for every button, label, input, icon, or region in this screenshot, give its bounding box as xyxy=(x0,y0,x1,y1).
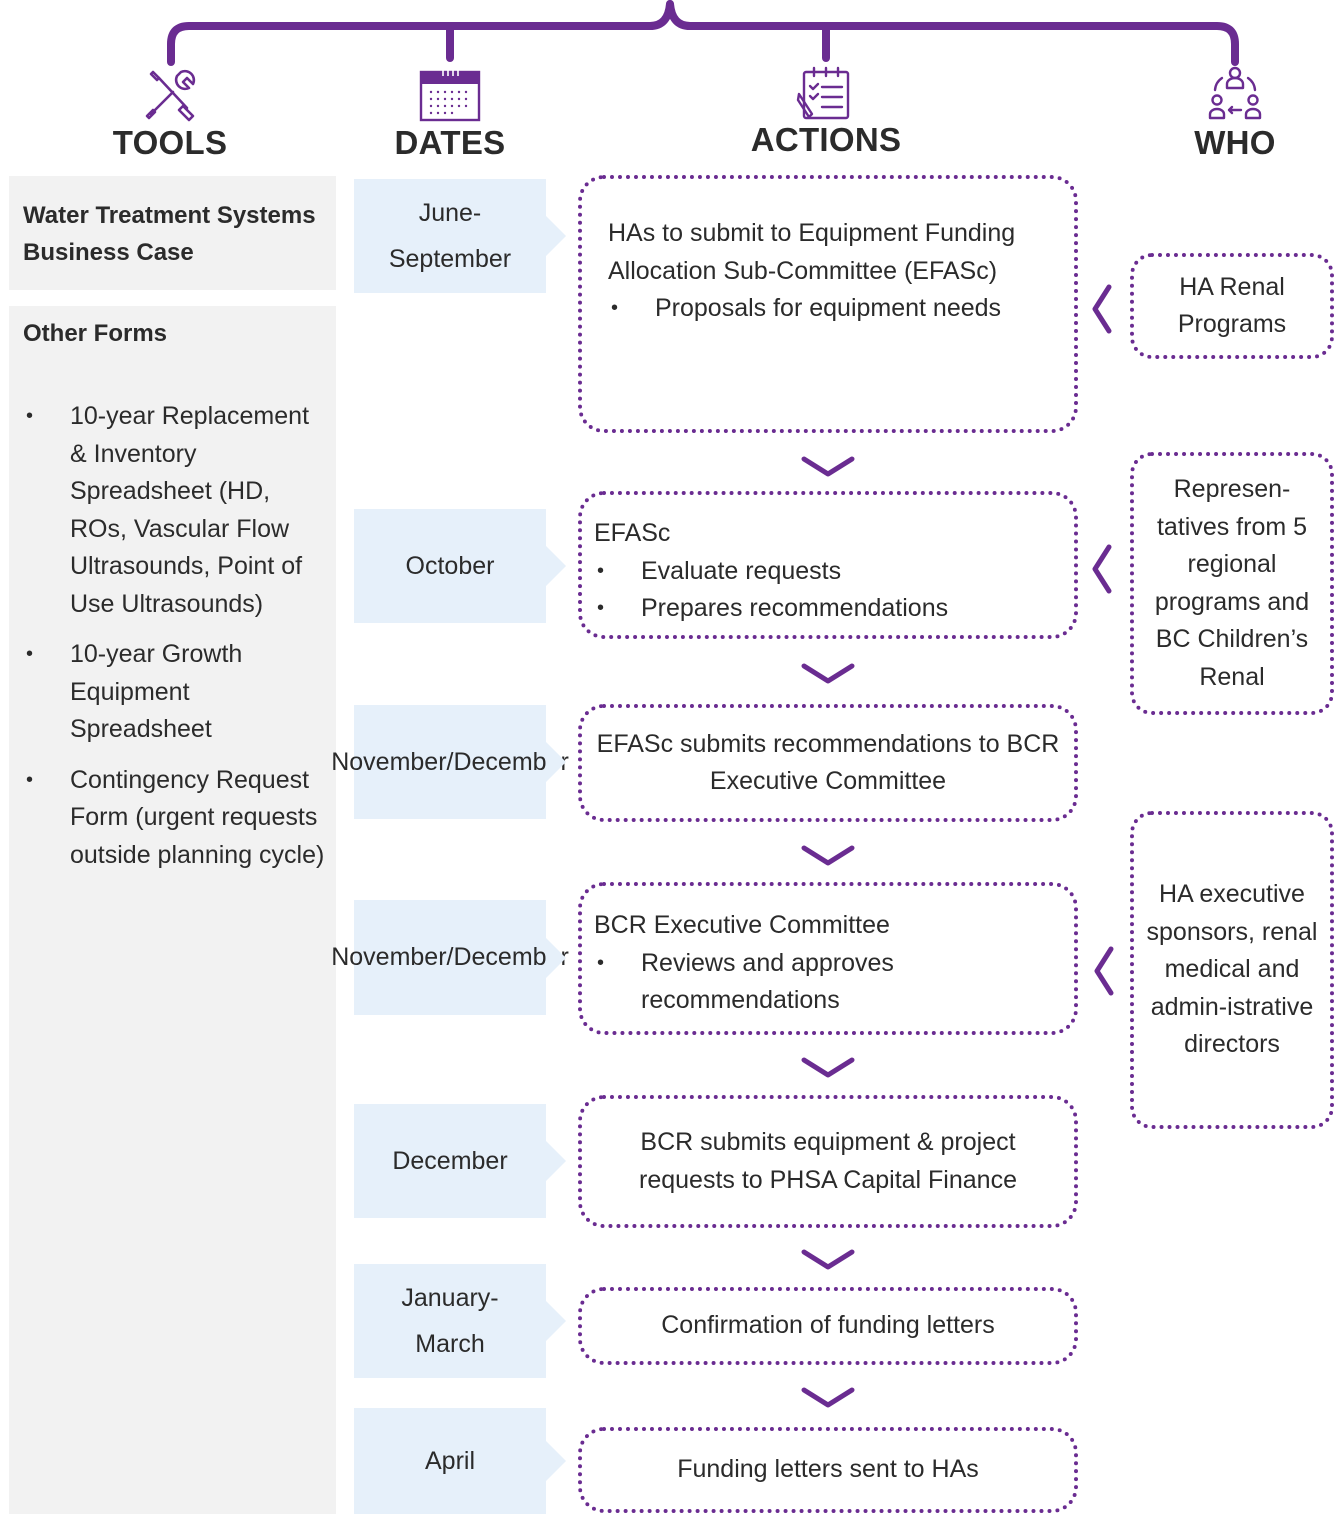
date-label: November/December xyxy=(331,747,569,776)
action-text: BCR Executive Committee xyxy=(594,911,890,939)
date-june-september: June-September xyxy=(354,179,566,293)
wrench-screwdriver-icon xyxy=(145,69,196,122)
action-letters-sent: Funding letters sent to HAs xyxy=(578,1427,1078,1513)
action-text: Confirmation of funding letters xyxy=(661,1311,995,1340)
dates-header: DATES xyxy=(394,124,506,161)
action-text: HAs to submit to Equipment Funding Alloc… xyxy=(608,219,1016,285)
date-label: April xyxy=(424,1447,475,1475)
who-text: Represen-tatives from 5 regional program… xyxy=(1154,475,1310,691)
chevron-down-icon xyxy=(801,1387,855,1408)
who-ha-renal-programs: HA Renal Programs xyxy=(1130,253,1334,359)
action-text: Funding letters sent to HAs xyxy=(677,1455,979,1484)
who-executive-sponsors: HA executive sponsors, renal medical and… xyxy=(1130,811,1334,1129)
action-efasc-submits: EFASc submits recommendations to BCR Exe… xyxy=(578,704,1078,822)
action-bcr-executive: BCR Executive Committee Reviews and appr… xyxy=(578,882,1078,1035)
action-text: BCR submits equipment & project requests… xyxy=(639,1128,1017,1194)
date-label: October xyxy=(405,552,495,580)
action-efasc-evaluate: EFASc Evaluate requests Prepares recomme… xyxy=(578,491,1078,639)
other-forms-list: 10-year Replacement & Inventory Spreadsh… xyxy=(23,398,326,887)
header-bracket xyxy=(167,0,1239,66)
chevron-down-icon xyxy=(801,663,855,684)
who-regional-representatives: Represen-tatives from 5 regional program… xyxy=(1130,452,1334,715)
action-bullet: Evaluate requests xyxy=(594,553,1056,591)
date-november-december-2: November/December xyxy=(331,900,569,1015)
actions-header: ACTIONS xyxy=(750,121,902,158)
who-header: WHO xyxy=(1194,124,1276,161)
chevron-left-icon xyxy=(1092,284,1112,334)
other-forms-panel: Other Forms 10-year Replacement & Invent… xyxy=(9,306,336,1514)
business-case-panel: Water Treatment Systems Business Case xyxy=(9,176,336,290)
people-cycle-icon xyxy=(1208,66,1262,120)
chevron-left-icon xyxy=(1094,946,1114,996)
date-october: October xyxy=(354,509,566,623)
who-text: HA executive sponsors, renal medical and… xyxy=(1146,880,1318,1059)
date-label: November/December xyxy=(331,943,569,971)
chevron-down-icon xyxy=(801,456,855,477)
chevron-down-icon xyxy=(801,1249,855,1270)
action-submit-efasc: HAs to submit to Equipment Funding Alloc… xyxy=(578,175,1078,433)
date-label: June-September xyxy=(388,199,512,273)
date-label: December xyxy=(392,1147,508,1175)
action-bullet: Reviews and approves recommendations xyxy=(594,945,1056,1020)
action-bullet: Prepares recommendations xyxy=(594,590,1056,628)
action-text: EFASc xyxy=(594,519,671,547)
tools-header: TOOLS xyxy=(112,124,228,161)
date-november-december: November/December xyxy=(331,705,569,819)
action-bullet: Proposals for equipment needs xyxy=(608,290,1048,328)
action-confirmation-letters: Confirmation of funding letters xyxy=(578,1287,1078,1365)
chevron-left-icon xyxy=(1092,544,1112,594)
other-forms-title: Other Forms xyxy=(23,320,168,347)
date-april: April xyxy=(354,1408,566,1514)
chevron-down-icon xyxy=(801,1057,855,1078)
date-label: January-March xyxy=(401,1284,499,1358)
action-bcr-submits: BCR submits equipment & project requests… xyxy=(578,1095,1078,1228)
list-item: 10-year Replacement & Inventory Spreadsh… xyxy=(23,398,326,623)
date-january-march: January-March xyxy=(354,1264,566,1378)
date-december: December xyxy=(354,1104,566,1218)
list-item: Contingency Request Form (urgent request… xyxy=(23,762,326,875)
checklist-icon xyxy=(796,66,850,120)
business-case-label: Water Treatment Systems Business Case xyxy=(23,202,316,266)
action-text: EFASc submits recommendations to BCR Exe… xyxy=(596,729,1060,796)
chevron-down-icon xyxy=(801,845,855,866)
list-item: 10-year Growth Equipment Spreadsheet xyxy=(23,636,326,749)
who-text: HA Renal Programs xyxy=(1177,272,1287,339)
calendar-icon xyxy=(419,70,481,122)
